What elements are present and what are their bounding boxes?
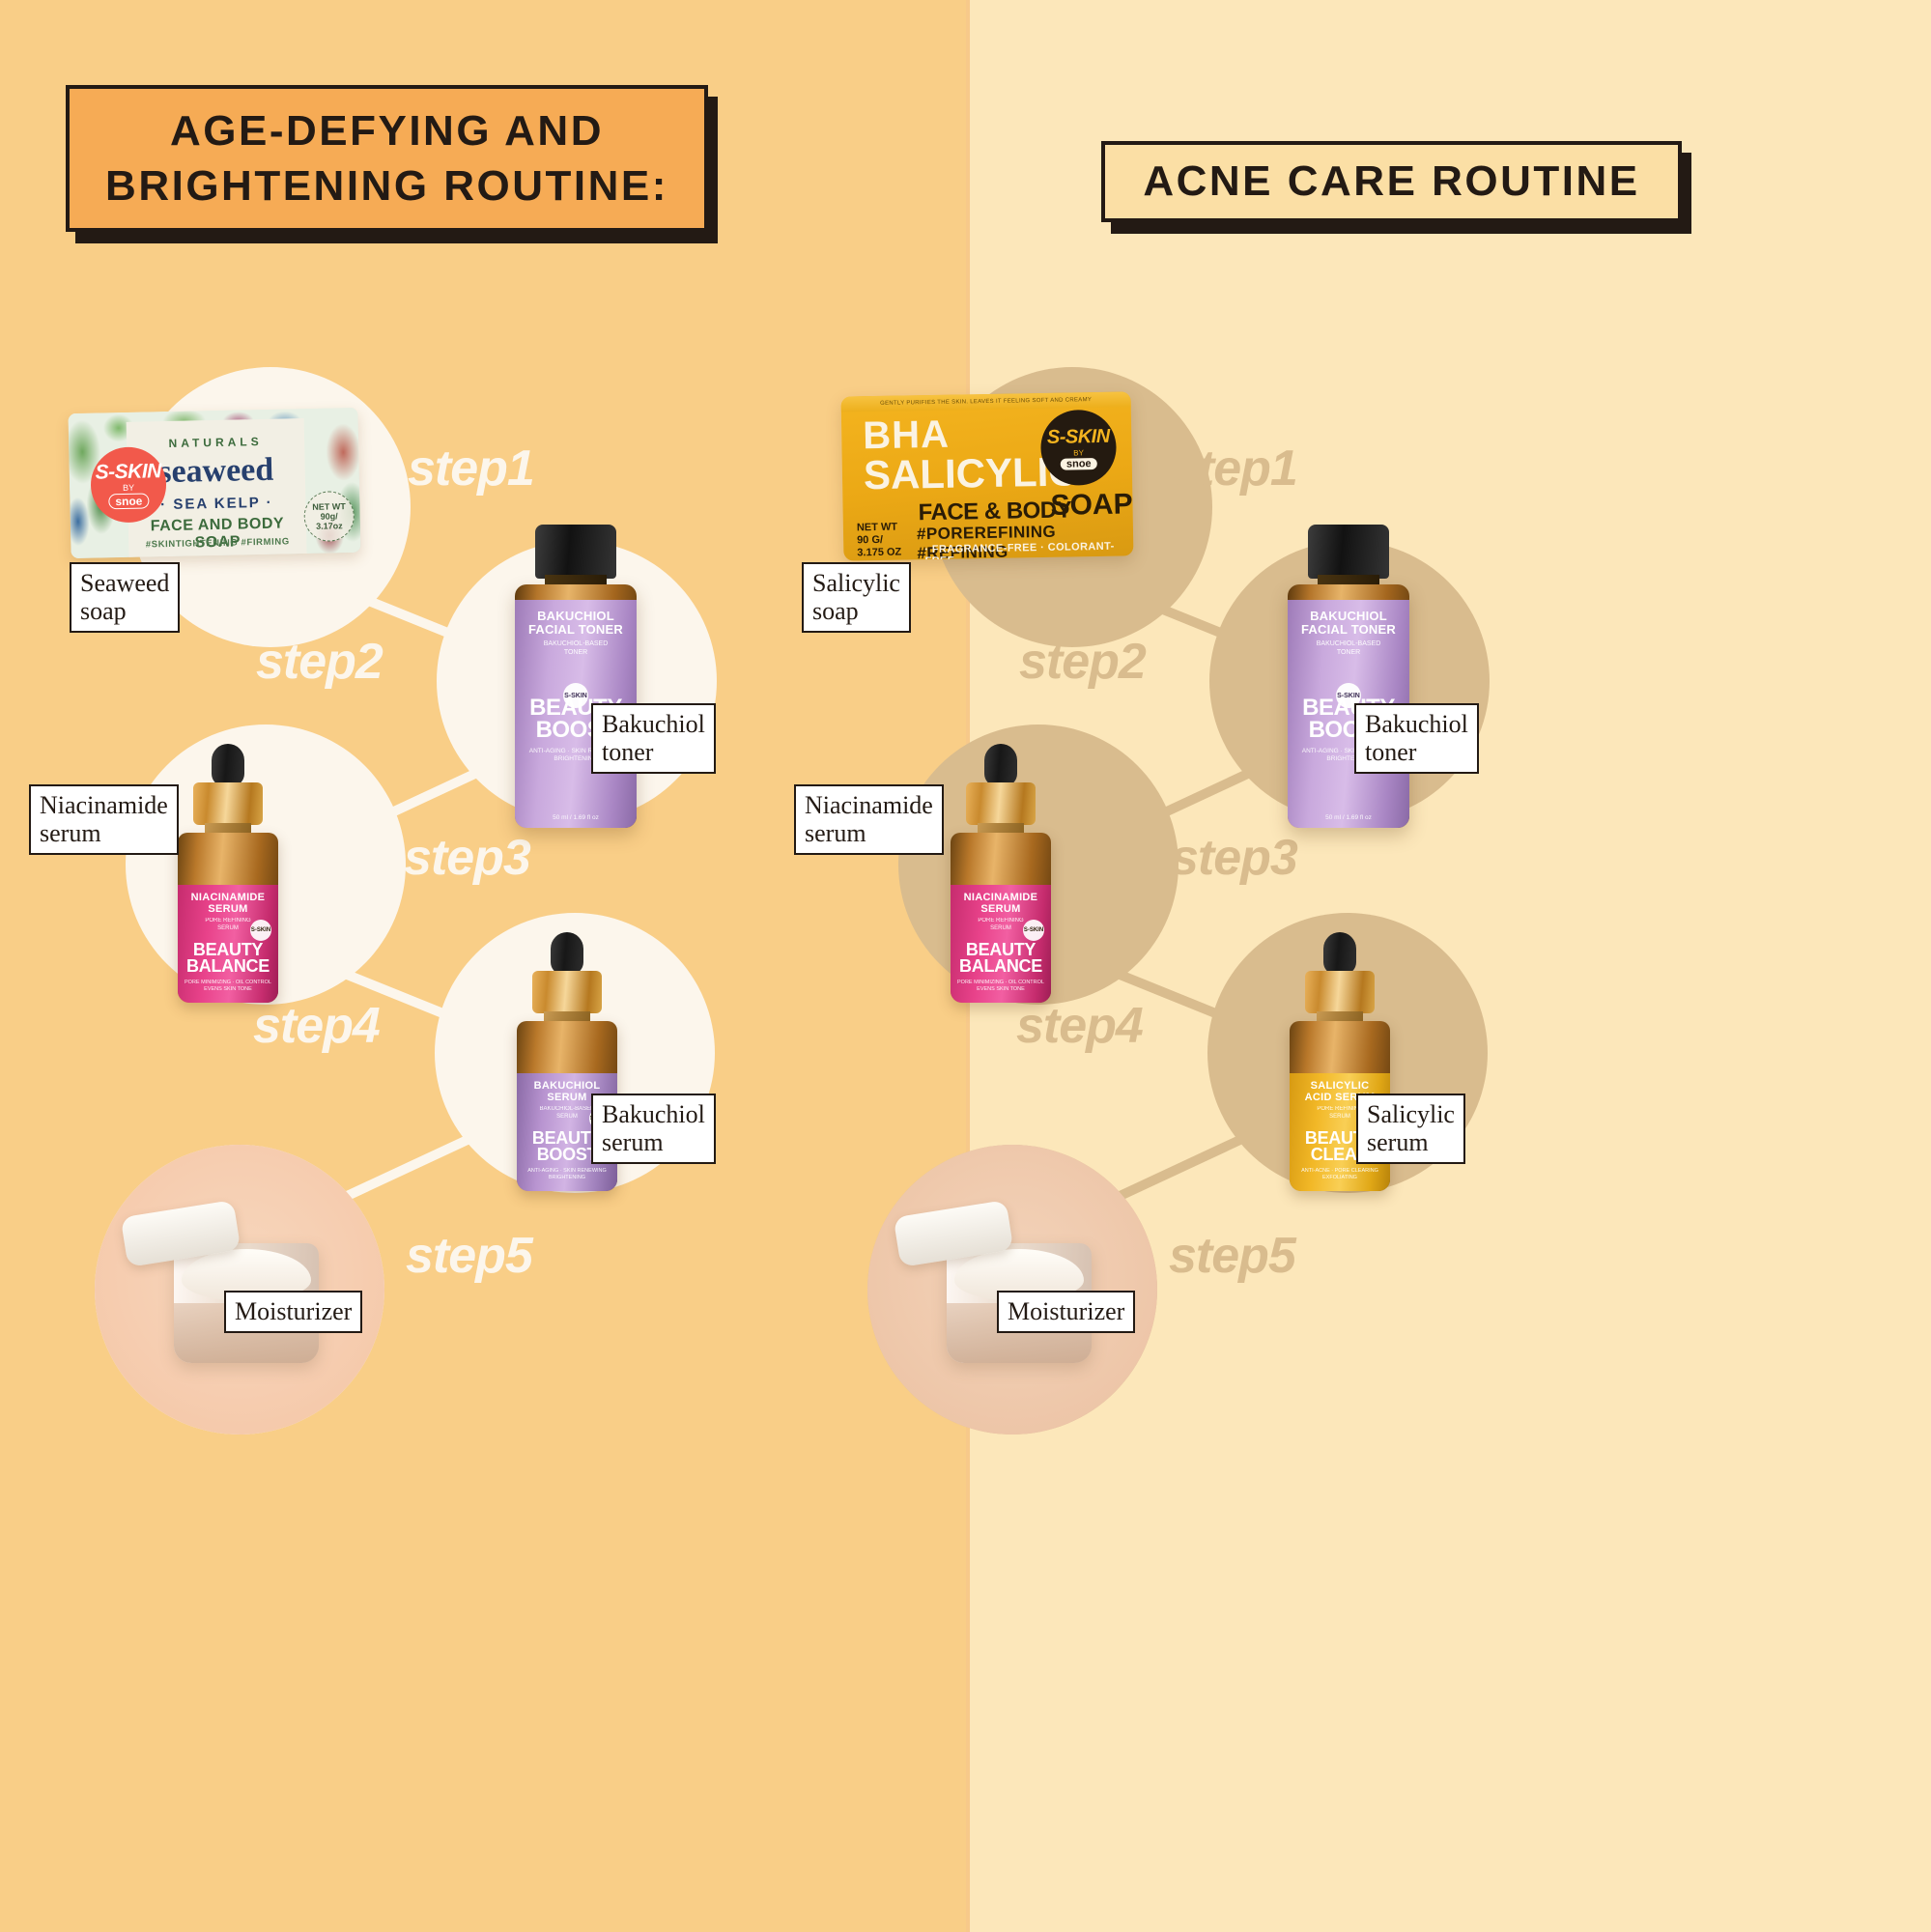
callout-moisturizer-left: Moisturizer — [224, 1291, 363, 1334]
dropper-bulb-icon — [1323, 932, 1356, 975]
callout-niacinamide-serum-right: Niacinamide serum — [794, 784, 944, 856]
bottle-body: BAKUCHIOL FACIAL TONER BAKUCHIOL-BASED T… — [515, 584, 637, 828]
bottle-label: NIACINAMIDE SERUM PORE REFINING SERUM BE… — [178, 885, 278, 1003]
bottle-neck — [544, 1011, 590, 1023]
step-label-2-right: step2 — [1019, 634, 1147, 690]
bottle-neck — [205, 823, 251, 835]
bottle-body: NIACINAMIDE SERUM PORE REFINING SERUM BE… — [178, 833, 278, 1003]
dropper-collar — [1305, 971, 1375, 1013]
dropper-collar — [193, 782, 263, 825]
bottle-neck — [978, 823, 1024, 835]
header-box: ACNE CARE ROUTINE — [1101, 141, 1682, 222]
toner-name: BAKUCHIOL FACIAL TONER — [1301, 609, 1396, 637]
brand-badge-icon: S-SKIN BY snoe — [1039, 409, 1118, 487]
product-seaweed-soap: NATURALS seaweed · SEA KELP · FACE AND B… — [68, 407, 361, 559]
soap-type-word: SOAP — [1050, 488, 1133, 522]
callout-seaweed-soap: Seaweed soap — [70, 562, 181, 634]
step-label-5-right: step5 — [1169, 1228, 1296, 1284]
serum-desc: PORE REFINING SERUM — [1317, 1106, 1363, 1120]
header-box: AGE-DEFYING AND BRIGHTENING ROUTINE: — [66, 85, 708, 232]
moisturizer-photo-mask-left — [95, 1145, 384, 1435]
step-label-4-right: step4 — [1016, 998, 1144, 1054]
bottle-label: NIACINAMIDE SERUM PORE REFINING SERUM BE… — [951, 885, 1051, 1003]
toner-desc: BAKUCHIOL-BASED TONER — [1316, 640, 1381, 657]
serum-claims: ANTI-ACNE · PORE CLEARING EXFOLIATING — [1301, 1168, 1378, 1181]
step-label-4-left: step4 — [253, 998, 381, 1054]
product-moisturizer-jar-right — [893, 1200, 1105, 1369]
callout-salicylic-serum-right: Salicylic serum — [1356, 1094, 1465, 1165]
bottle-neck — [1317, 1011, 1363, 1023]
serum-desc: BAKUCHIOL-BASED SERUM — [539, 1106, 595, 1120]
serum-claims: PORE MINIMIZING · OIL CONTROL EVENS SKIN… — [957, 980, 1044, 993]
bottle-body: NIACINAMIDE SERUM PORE REFINING SERUM BE… — [951, 833, 1051, 1003]
toner-name: BAKUCHIOL FACIAL TONER — [528, 609, 623, 637]
serum-tagline: BEAUTY BOOST — [531, 1128, 603, 1165]
dropper-bulb-icon — [984, 744, 1017, 786]
callout-bakuchiol-toner-right: Bakuchiol toner — [1354, 703, 1479, 775]
serum-desc: PORE REFINING SERUM — [205, 918, 251, 931]
serum-tagline: BEAUTY BALANCE — [186, 940, 270, 977]
bottle-cap-icon — [535, 525, 616, 579]
dropper-bulb-icon — [212, 744, 244, 786]
dropper-collar — [966, 782, 1036, 825]
serum-desc: PORE REFINING SERUM — [978, 918, 1024, 931]
brand-name: S-SKIN — [1046, 425, 1110, 448]
callout-moisturizer-right: Moisturizer — [997, 1291, 1136, 1334]
page-title-right: ACNE CARE ROUTINE — [1143, 157, 1640, 206]
serum-name: BAKUCHIOL SERUM — [533, 1080, 601, 1103]
step-label-1-left: step1 — [408, 440, 535, 497]
serum-claims: ANTI-AGING · SKIN RENEWING BRIGHTENING — [527, 1168, 607, 1181]
bottle-label: BAKUCHIOL SERUM BAKUCHIOL-BASED SERUM BE… — [517, 1073, 617, 1191]
moisturizer-photo-mask-right — [867, 1145, 1157, 1435]
serum-tagline: BEAUTY BALANCE — [959, 940, 1042, 977]
serum-claims: PORE MINIMIZING · OIL CONTROL EVENS SKIN… — [185, 980, 271, 993]
step-label-3-left: step3 — [404, 830, 531, 886]
step-label-2-left: step2 — [256, 634, 383, 690]
brand-seal-icon: S-SKIN — [563, 683, 588, 708]
header-age-defying: AGE-DEFYING AND BRIGHTENING ROUTINE: — [66, 85, 718, 243]
page-title-left: AGE-DEFYING AND BRIGHTENING ROUTINE: — [105, 106, 668, 210]
brand-seal-icon: S-SKIN — [1023, 920, 1044, 941]
callout-niacinamide-serum-left: Niacinamide serum — [29, 784, 179, 856]
brand-by: BY — [1073, 447, 1084, 457]
brand-snoe: snoe — [108, 493, 150, 510]
serum-name: NIACINAMIDE SERUM — [963, 892, 1038, 915]
toner-desc: BAKUCHIOL-BASED TONER — [543, 640, 609, 657]
brand-seal-icon: S-SKIN — [250, 920, 271, 941]
brand-by: BY — [122, 482, 135, 493]
soap-acid-label: BHA — [862, 412, 951, 458]
product-salicylic-soap: GENTLY PURIFIES THE SKIN. LEAVES IT FEEL… — [840, 391, 1134, 561]
soap-net-weight: NET WT 90 G/ 3.175 OZ — [856, 521, 902, 559]
step-label-5-left: step5 — [406, 1228, 533, 1284]
callout-bakuchiol-toner-left: Bakuchiol toner — [591, 703, 716, 775]
toner-volume: 50 ml / 1.69 fl oz — [1325, 814, 1372, 821]
brand-name: S-SKIN — [95, 460, 162, 484]
serum-name: NIACINAMIDE SERUM — [190, 892, 266, 915]
dropper-bulb-icon — [551, 932, 583, 975]
product-moisturizer-jar-left — [120, 1200, 332, 1369]
serum-name: SALICYLIC ACID SERUM — [1304, 1080, 1376, 1103]
header-acne-care: ACNE CARE ROUTINE — [1101, 141, 1691, 234]
step-label-3-right: step3 — [1171, 830, 1298, 886]
toner-volume: 50 ml / 1.69 fl oz — [553, 814, 599, 821]
callout-bakuchiol-serum-left: Bakuchiol serum — [591, 1094, 716, 1165]
callout-salicylic-soap: Salicylic soap — [802, 562, 911, 634]
step-label-1-right: step1 — [1171, 440, 1298, 497]
dropper-collar — [532, 971, 602, 1013]
bottle-cap-icon — [1308, 525, 1389, 579]
brand-snoe: snoe — [1060, 457, 1097, 470]
